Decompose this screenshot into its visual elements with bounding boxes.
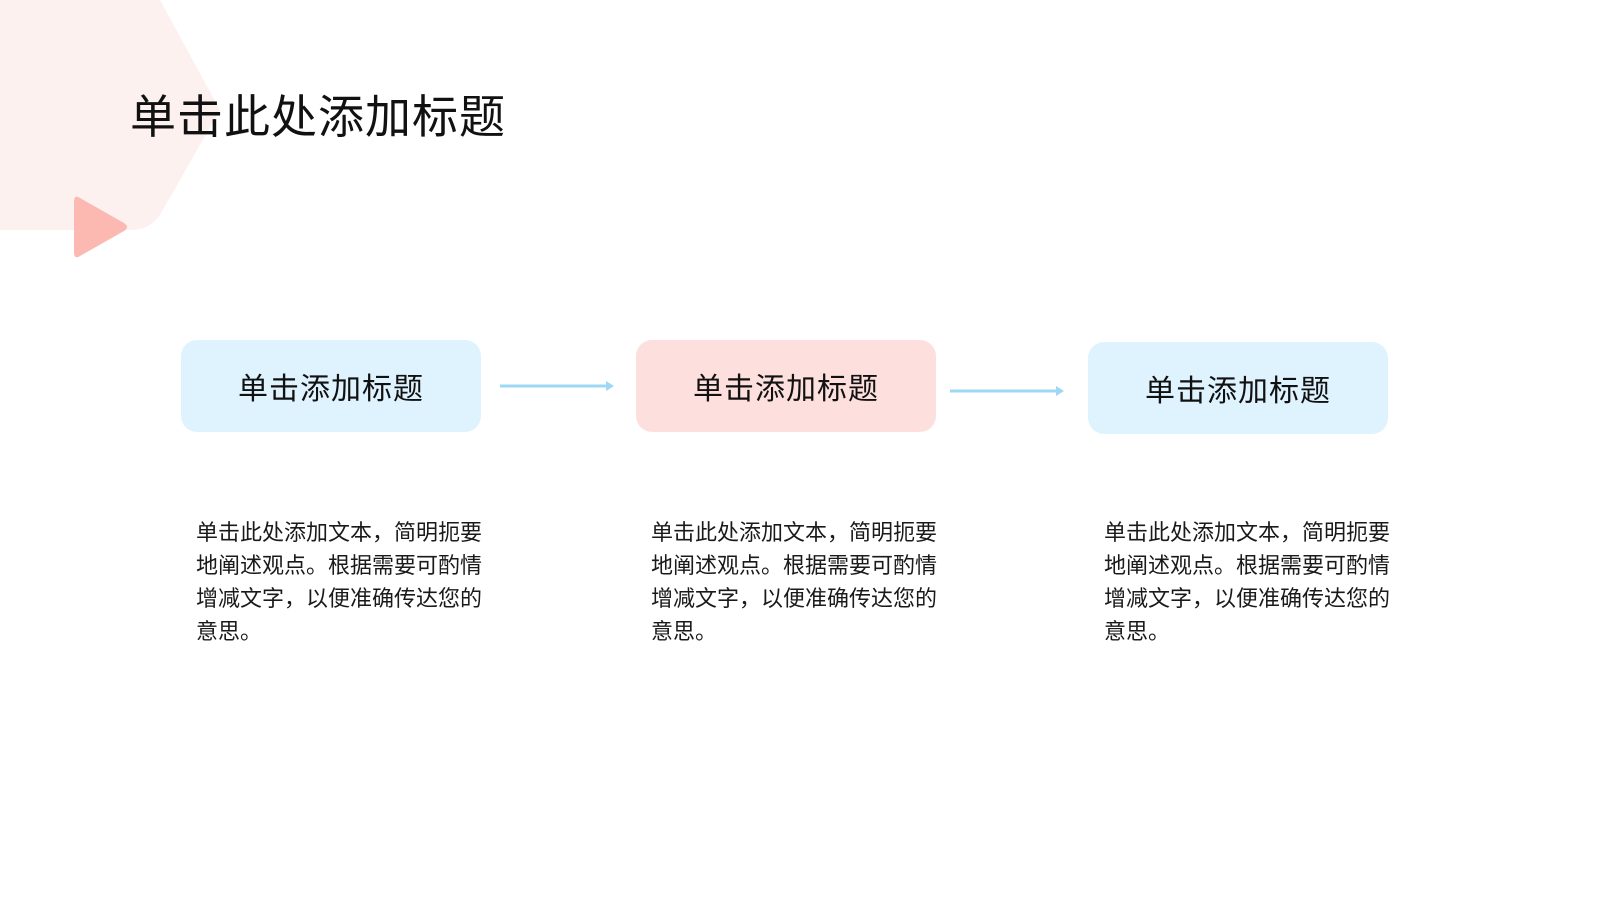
slide-title[interactable]: 单击此处添加标题 [130, 90, 506, 144]
step-1-title-box[interactable]: 单击添加标题 [181, 340, 481, 432]
step-3-title-box[interactable]: 单击添加标题 [1088, 342, 1388, 434]
step-2-title-box[interactable]: 单击添加标题 [636, 340, 936, 432]
step-1-title: 单击添加标题 [238, 372, 424, 407]
arrow-right-icon [500, 381, 614, 391]
step-2-description[interactable]: 单击此处添加文本，简明扼要地阐述观点。根据需要可酌情增减文字，以便准确传达您的意… [651, 521, 938, 645]
arrow-right-icon [950, 386, 1064, 396]
step-3-description[interactable]: 单击此处添加文本，简明扼要地阐述观点。根据需要可酌情增减文字，以便准确传达您的意… [1104, 521, 1391, 645]
step-1-description[interactable]: 单击此处添加文本，简明扼要地阐述观点。根据需要可酌情增减文字，以便准确传达您的意… [196, 521, 483, 645]
step-2-title: 单击添加标题 [693, 372, 879, 407]
play-triangle-icon [74, 196, 127, 258]
step-3-title: 单击添加标题 [1145, 374, 1331, 409]
decor-hexagon-shape [0, 0, 220, 230]
